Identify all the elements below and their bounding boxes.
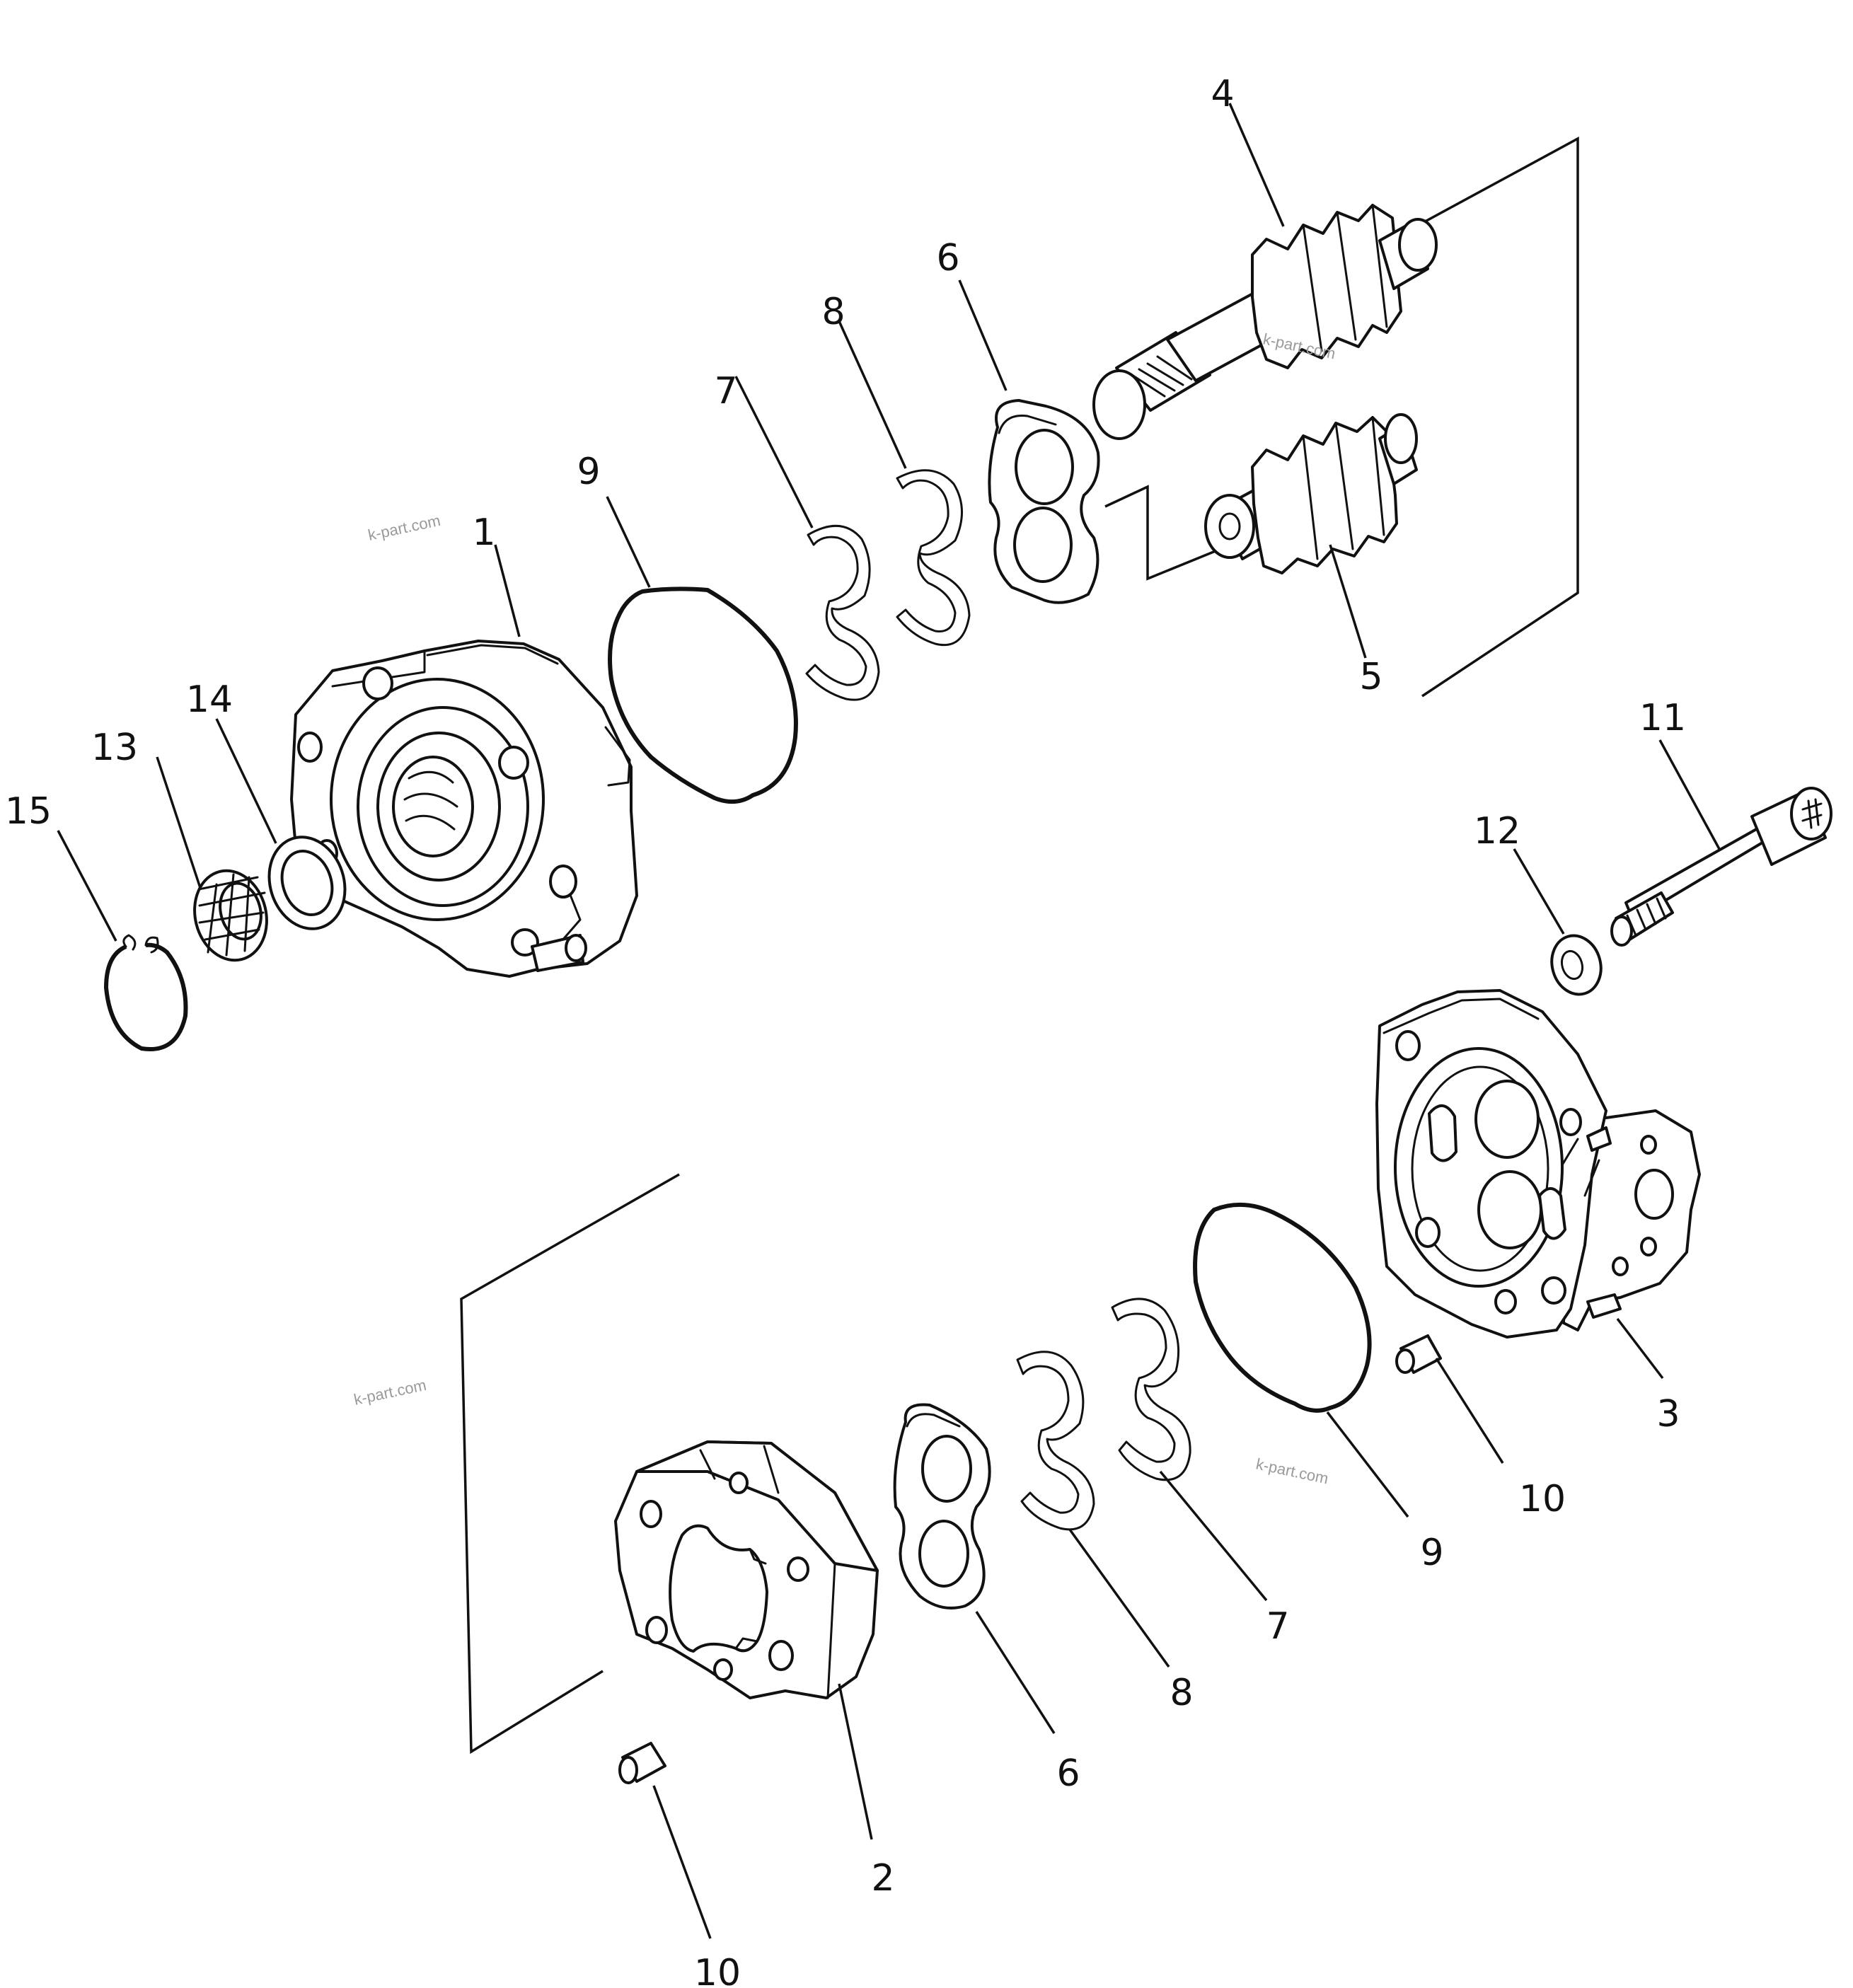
callout-9-lower: 9 xyxy=(1420,1532,1443,1574)
o-ring-lower xyxy=(1193,1202,1372,1413)
callout-8-upper: 8 xyxy=(821,291,845,333)
callout-12: 12 xyxy=(1474,810,1520,853)
watermark: k-part.com xyxy=(352,1376,428,1409)
callout-14: 14 xyxy=(186,678,233,721)
callout-7-lower: 7 xyxy=(1266,1605,1289,1648)
callout-8-lower: 8 xyxy=(1170,1672,1193,1714)
washer xyxy=(267,836,347,930)
callout-9-upper: 9 xyxy=(577,451,600,493)
dowel-pin-bottom xyxy=(618,1742,666,1784)
callout-13: 13 xyxy=(91,727,138,769)
backup-ring-lower xyxy=(1016,1351,1095,1531)
oil-seal xyxy=(193,869,268,962)
bushing-plate-upper xyxy=(988,399,1100,604)
callout-1: 1 xyxy=(472,512,495,554)
watermark: k-part.com xyxy=(1254,1455,1330,1487)
gear-body xyxy=(614,1440,879,1699)
seal-ring-lower xyxy=(1111,1298,1191,1481)
socket-head-bolt xyxy=(1610,787,1832,947)
drive-gear-shaft xyxy=(1092,204,1438,440)
driven-gear xyxy=(1204,413,1418,574)
upper-group-bracket xyxy=(1104,137,1579,698)
callout-11: 11 xyxy=(1639,697,1686,739)
front-cover-housing xyxy=(290,640,638,978)
callout-15: 15 xyxy=(5,790,52,833)
leader-lines xyxy=(57,103,1721,1939)
o-ring-upper xyxy=(608,586,798,804)
snap-ring xyxy=(103,934,188,1051)
callout-7-upper: 7 xyxy=(714,370,737,412)
seal-ring-upper xyxy=(805,525,880,701)
bushing-plate-lower xyxy=(893,1403,991,1610)
bolt-washer xyxy=(1550,934,1603,996)
callout-2: 2 xyxy=(871,1857,894,1900)
callout-10-bottom: 10 xyxy=(694,1952,741,1988)
callout-10-right: 10 xyxy=(1519,1478,1566,1520)
callout-6-upper: 6 xyxy=(936,237,959,279)
dowel-pin-right xyxy=(1395,1334,1442,1374)
callout-4: 4 xyxy=(1211,73,1234,115)
callout-labels: 4 5 6 8 7 9 1 14 13 15 11 12 3 10 9 7 8 … xyxy=(5,73,1686,1988)
callout-5: 5 xyxy=(1359,656,1382,698)
watermark: k-part.com xyxy=(366,512,442,544)
backup-ring-upper xyxy=(896,469,971,647)
rear-cover xyxy=(1375,989,1701,1339)
callout-6-lower: 6 xyxy=(1056,1752,1080,1795)
callout-3: 3 xyxy=(1656,1393,1680,1435)
lower-group-bracket xyxy=(460,1173,680,1755)
